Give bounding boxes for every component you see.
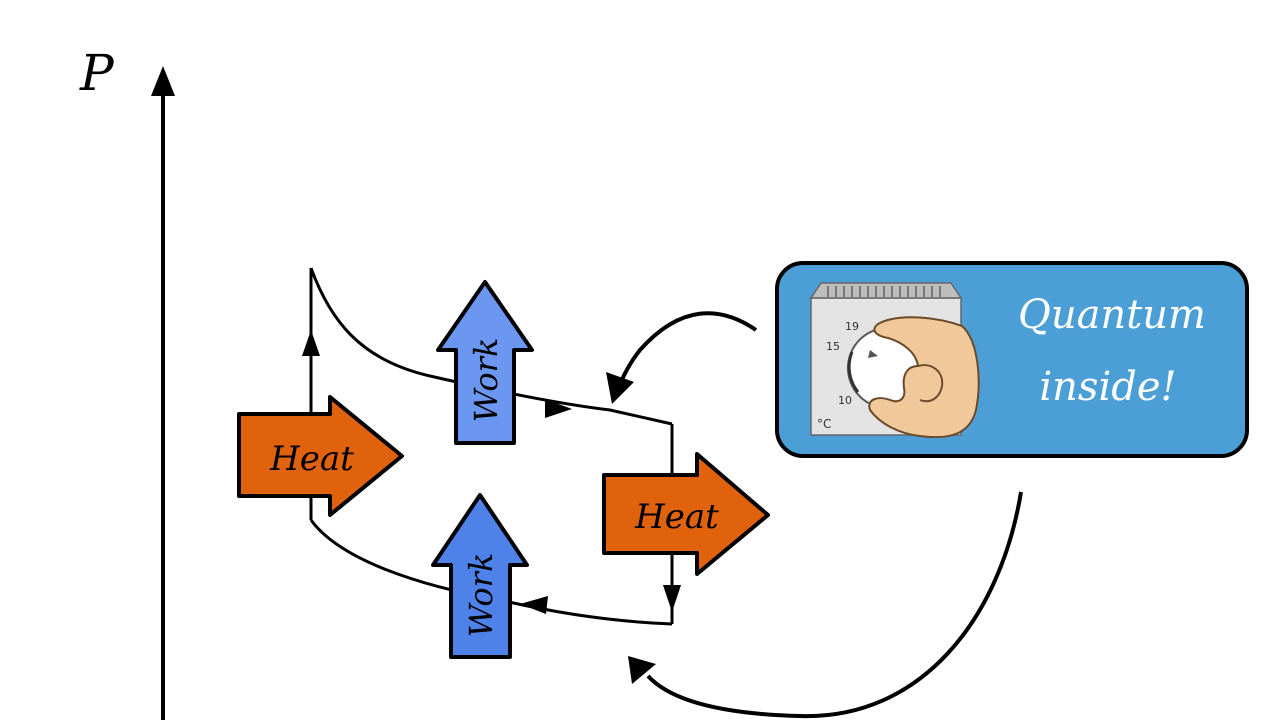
work-arrow-bottom: Work	[431, 493, 529, 659]
hand-icon	[868, 316, 980, 439]
cycle-arrow-up-icon	[302, 330, 320, 356]
curved-arrow-lower	[628, 491, 1023, 719]
thermostat-icon: 19 15 10 °C	[809, 282, 980, 439]
quantum-inside-box: 19 15 10 °C Quantum inside!	[775, 261, 1249, 458]
dial-number-19: 19	[845, 320, 859, 333]
thermostat-unit: °C	[817, 417, 831, 431]
quantum-box-line1: Quantum	[1018, 292, 1206, 338]
cycle-arrow-right-icon	[545, 399, 572, 418]
heat-arrow-left: Heat	[237, 395, 404, 517]
pressure-axis	[151, 66, 175, 720]
dial-number-15: 15	[826, 340, 840, 353]
cycle-arrow-down-icon	[663, 585, 681, 612]
curved-arrow-lower-head-icon	[628, 656, 656, 684]
work-label-top: Work	[467, 338, 505, 423]
curved-arrow-upper-head-icon	[606, 372, 634, 404]
heat-label-right: Heat	[634, 497, 719, 537]
cycle-arrow-left-icon	[520, 596, 548, 614]
quantum-box-line2: inside!	[1039, 364, 1176, 410]
curved-arrow-upper	[606, 311, 758, 404]
heat-arrow-right: Heat	[602, 452, 770, 576]
work-arrow-top: Work	[436, 280, 534, 445]
axis-label-p: P	[79, 44, 115, 102]
axis-arrow-icon	[151, 66, 175, 96]
work-label-bottom: Work	[462, 553, 500, 638]
dial-number-10: 10	[838, 394, 852, 407]
heat-label-left: Heat	[269, 439, 354, 479]
